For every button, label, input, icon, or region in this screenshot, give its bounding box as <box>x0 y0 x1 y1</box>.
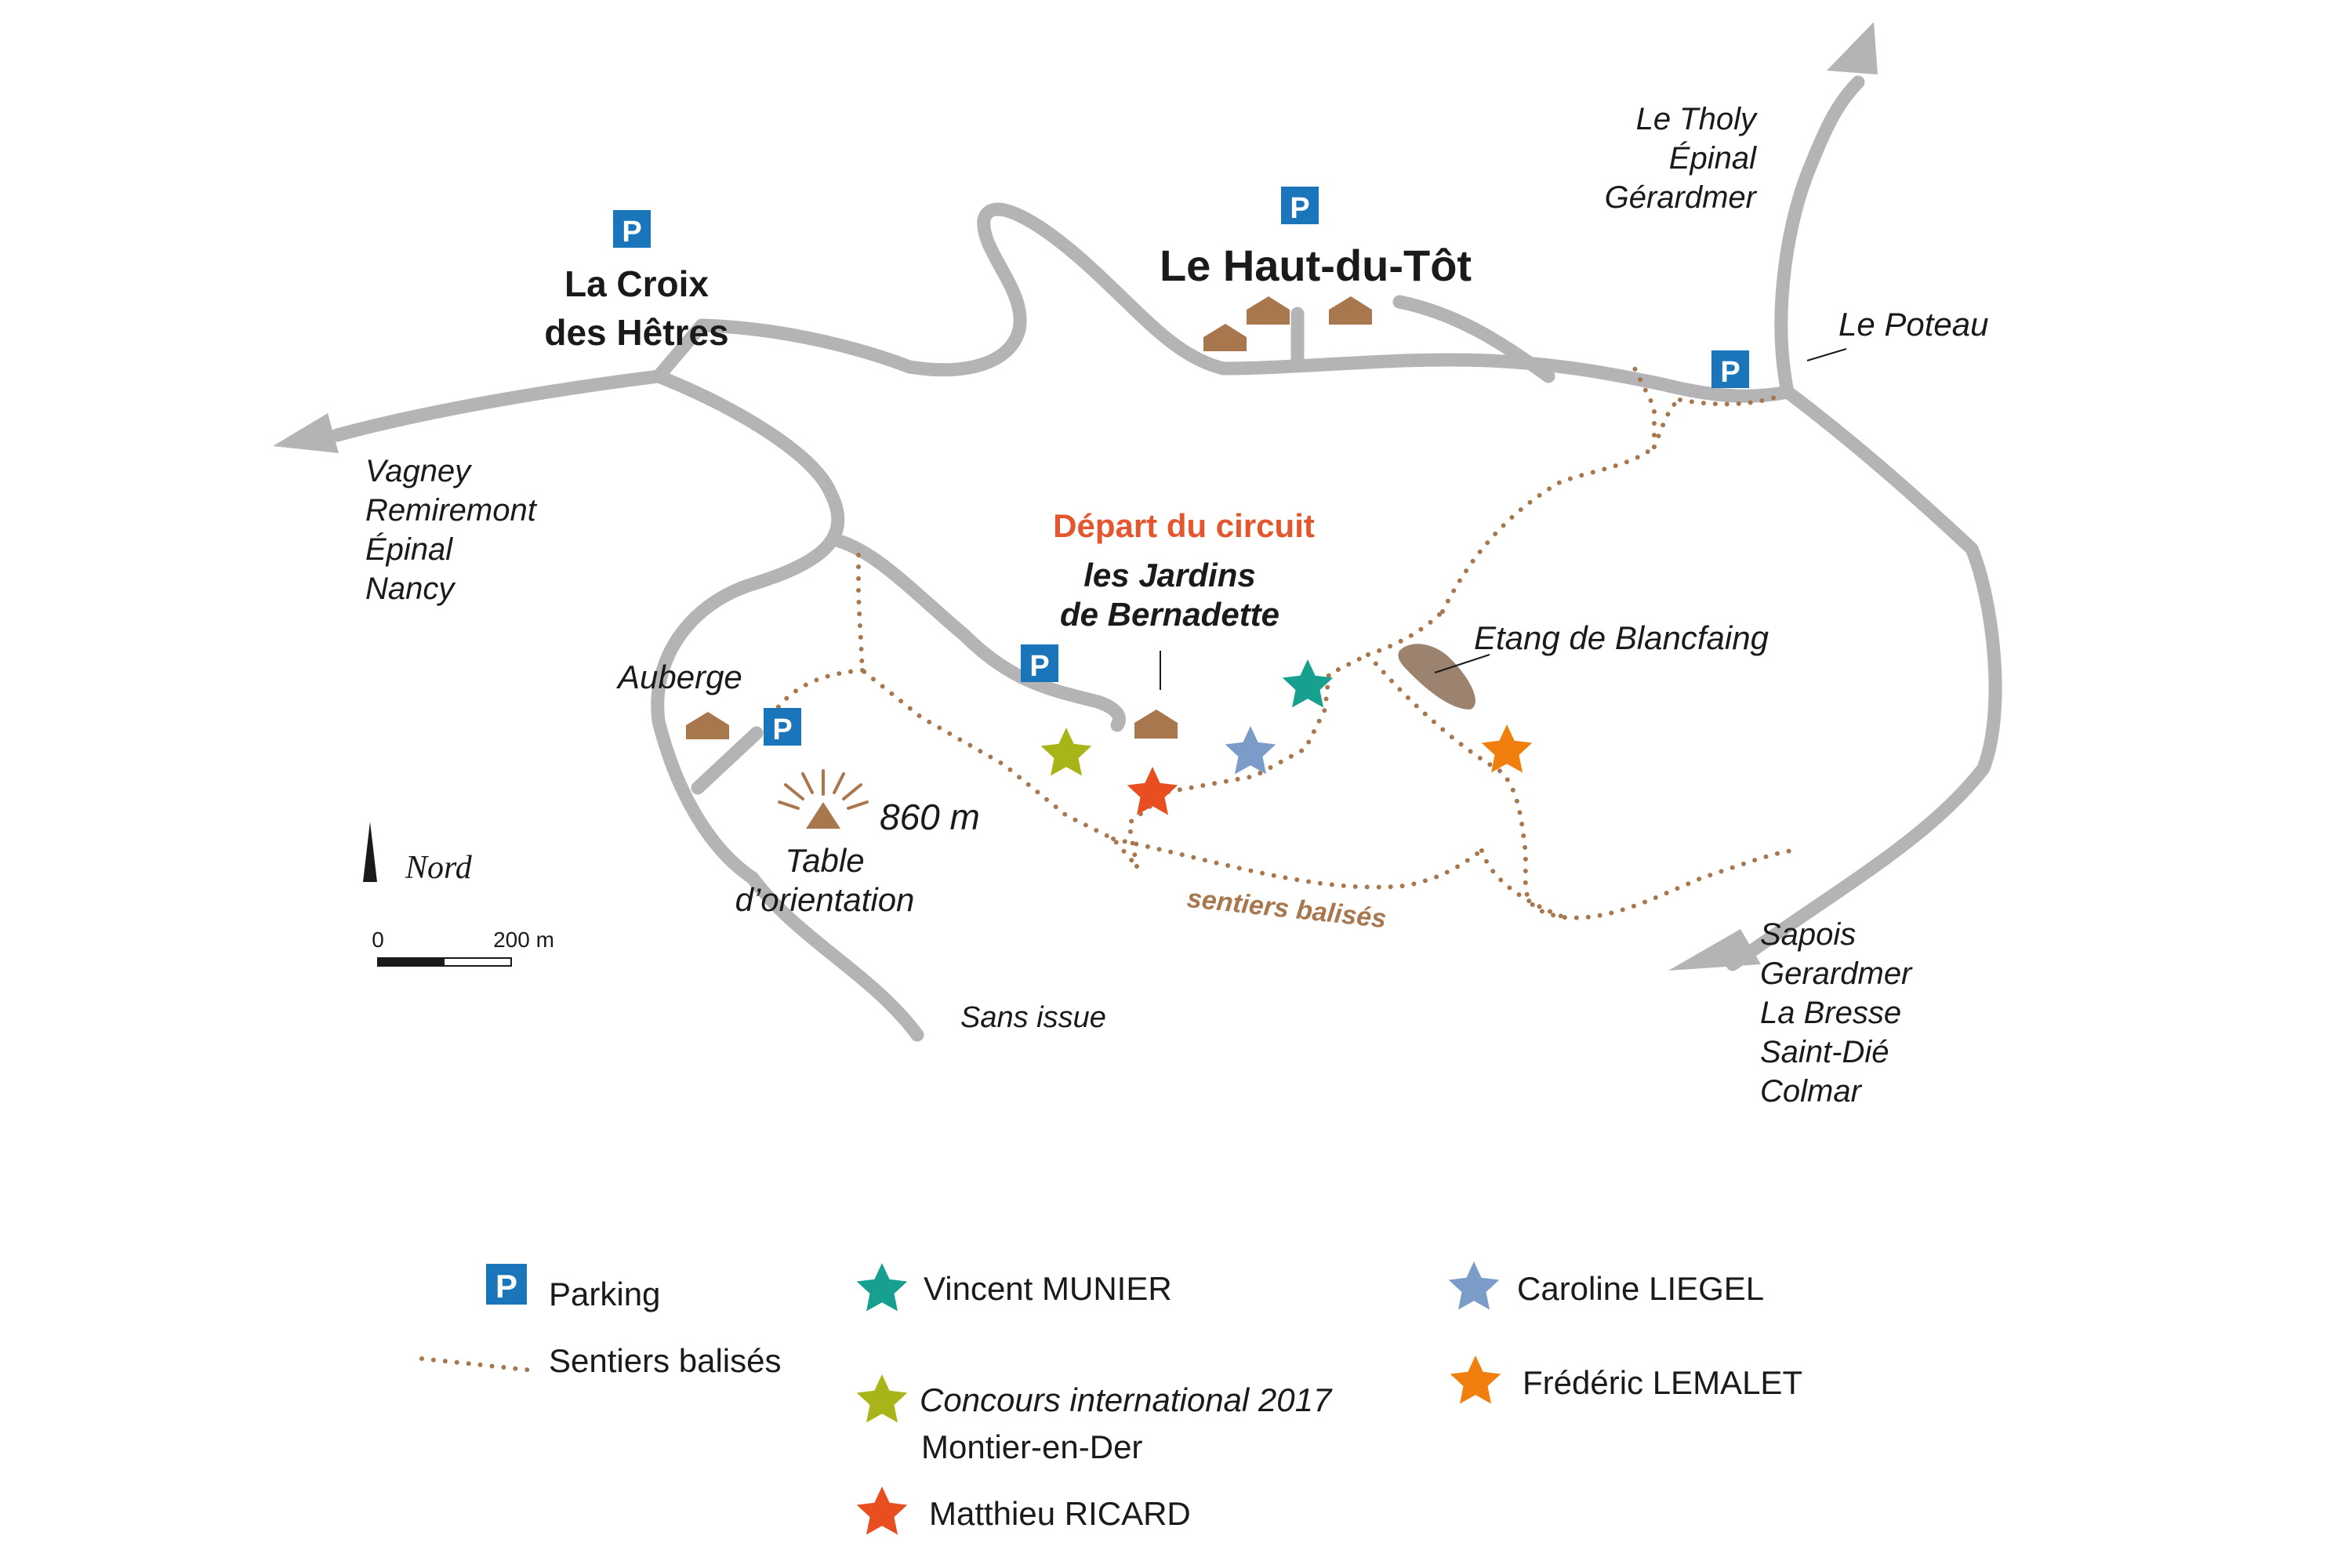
houses <box>686 296 1372 739</box>
arrow-southeast <box>1668 929 1761 971</box>
road-east-loop <box>1726 385 2002 971</box>
svg-text:P: P <box>622 216 641 249</box>
scale-bar: 0 200 m <box>372 927 554 967</box>
house-auberge <box>686 712 729 739</box>
legend-munier: Vincent MUNIER <box>924 1270 1172 1307</box>
label-haut-du-tot: Le Haut-du-Tôt <box>1160 241 1472 290</box>
label-etang: Etang de Blancfaing <box>1474 619 1769 656</box>
legend-star-liegel <box>1448 1261 1500 1310</box>
north-arrow-icon <box>363 822 377 882</box>
viewpoint-icon <box>778 769 869 829</box>
north-arrow: Nord <box>363 822 473 886</box>
parking-le-poteau: P <box>1711 350 1749 389</box>
legend-trails: Sentiers balisés <box>549 1342 781 1379</box>
label-croix-2: des Hêtres <box>544 312 728 353</box>
legend-parking: Parking <box>549 1276 660 1312</box>
pond-blancfaing <box>1398 644 1475 710</box>
roads <box>273 22 2002 1042</box>
svg-text:P: P <box>495 1268 517 1305</box>
label-table-2: d’orientation <box>735 881 915 918</box>
road-main-north <box>652 202 1795 403</box>
label-sentiers: sentiers balisés <box>1185 884 1388 934</box>
parking-auberge: P <box>764 708 801 746</box>
road-west <box>330 369 666 442</box>
label-altitude: 860 m <box>880 797 980 837</box>
svg-text:P: P <box>772 713 792 746</box>
destination-labels: Le Tholy Épinal Gérardmer Vagney Remirem… <box>365 102 1913 1109</box>
compass-label: Nord <box>405 850 473 886</box>
parking-jardins: P <box>1021 644 1058 683</box>
arrow-west <box>273 413 339 453</box>
dest-west-1: Vagney <box>365 454 473 488</box>
label-croix-1: La Croix <box>564 263 709 304</box>
svg-text:P: P <box>1290 192 1309 225</box>
parking-signs: P P P P P <box>613 187 1749 746</box>
scale-end: 200 m <box>493 927 554 952</box>
road-jardins <box>832 534 1126 732</box>
star-ricard <box>1127 767 1178 815</box>
road-croix-descent <box>651 369 924 1042</box>
parking-croix: P <box>613 210 651 249</box>
star-concours <box>1040 728 1092 776</box>
legend-ricard: Matthieu RICARD <box>929 1495 1191 1532</box>
label-auberge: Auberge <box>615 659 742 695</box>
dest-north-2: Épinal <box>1669 140 1757 176</box>
house-haut-1 <box>1203 324 1247 351</box>
dest-se-1: Sapois <box>1760 917 1856 952</box>
label-jardins-1: les Jardins <box>1083 557 1255 593</box>
legend-concours-1: Concours international 2017 <box>920 1381 1333 1418</box>
dest-se-2: Gerardmer <box>1760 956 1913 991</box>
poteau-leader <box>1806 348 1847 361</box>
label-sans-issue: Sans issue <box>960 1001 1106 1034</box>
house-jardins <box>1134 710 1178 739</box>
dest-west-3: Épinal <box>365 532 453 567</box>
legend-parking-icon: P <box>486 1264 527 1305</box>
svg-text:P: P <box>1720 356 1740 389</box>
etang-leader <box>1434 654 1490 673</box>
road-north <box>1774 75 1865 399</box>
house-haut-3 <box>1329 296 1372 325</box>
legend: P Parking Sentiers balisés Vincent MUNIE… <box>419 1261 1802 1535</box>
scale-start: 0 <box>372 927 384 952</box>
trails <box>774 366 1798 920</box>
legend-lemalet: Frédéric LEMALET <box>1523 1364 1802 1401</box>
label-le-poteau: Le Poteau <box>1838 306 1989 343</box>
legend-star-lemalet <box>1450 1356 1501 1404</box>
place-labels: La Croix des Hêtres Le Haut-du-Tôt Le Po… <box>544 241 1988 1034</box>
dest-se-3: La Bresse <box>1760 996 1901 1030</box>
dest-north-1: Le Tholy <box>1636 102 1759 136</box>
legend-trail-line <box>419 1356 535 1373</box>
house-haut-2 <box>1247 296 1290 325</box>
label-table-1: Table <box>785 842 864 879</box>
dest-west-4: Nancy <box>365 572 456 606</box>
dest-north-3: Gérardmer <box>1605 180 1758 215</box>
dest-se-4: Saint-Dié <box>1760 1035 1889 1069</box>
legend-star-ricard <box>856 1486 908 1535</box>
legend-liegel: Caroline LIEGEL <box>1517 1270 1764 1307</box>
dest-west-2: Remiremont <box>365 493 538 528</box>
label-jardins-2: de Bernadette <box>1060 596 1279 633</box>
legend-star-munier <box>856 1263 908 1312</box>
arrow-north <box>1827 22 1878 74</box>
legend-concours-2: Montier-en-Der <box>921 1428 1142 1465</box>
parking-haut-du-tot: P <box>1281 187 1319 225</box>
label-depart: Départ du circuit <box>1053 507 1315 544</box>
legend-star-concours <box>856 1374 908 1423</box>
road-auberge-spur <box>691 726 764 795</box>
dest-se-5: Colmar <box>1760 1074 1863 1109</box>
svg-text:P: P <box>1029 650 1049 683</box>
road-haut-du-tot-east <box>1392 295 1555 383</box>
